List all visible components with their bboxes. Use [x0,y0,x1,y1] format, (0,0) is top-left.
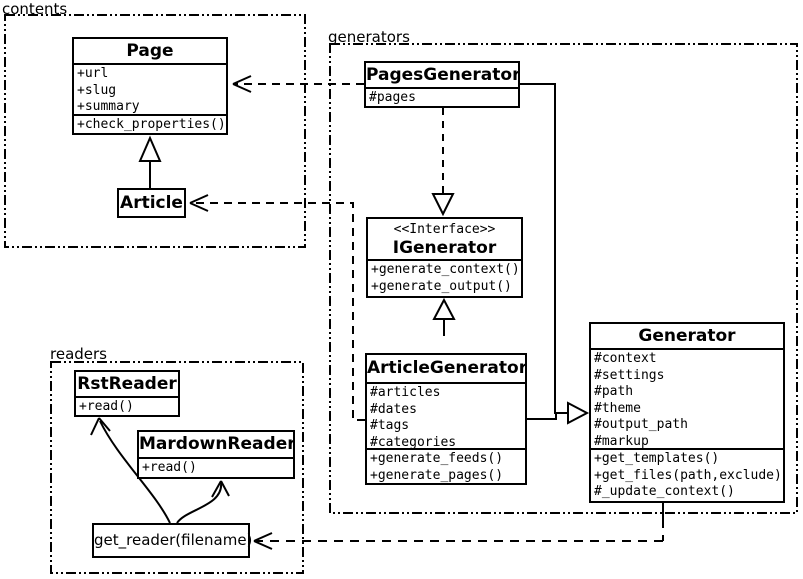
open-arrow-rstreader [90,417,111,436]
class-methods-mardownreader: +read() [139,459,293,478]
class-box-page: Page +url +slug +summary +check_properti… [72,37,228,135]
attribute: #articles [370,385,441,400]
attribute: #context [594,351,657,366]
class-methods-generator: +get_templates() +get_files(path,exclude… [591,450,783,502]
class-title-generator: Generator [591,324,783,350]
attribute: #pages [369,90,416,105]
package-label-generators: generators [328,28,410,46]
method: +get_files(path,exclude) [594,467,782,483]
package-frame-generators [329,43,798,514]
function-box-get-reader: get_reader(filename) [92,523,252,558]
realize-triangle-igenerator [431,193,455,217]
class-attributes-page: +url +slug +summary [74,65,226,116]
stereotype-interface: <<Interface>> [393,222,496,237]
inherit-triangle-generator [567,401,590,425]
package-label-contents: contents [2,0,68,18]
method: +get_templates() [594,451,720,466]
class-title-pagesgenerator: PagesGenerator [366,63,518,89]
package-label-readers: readers [50,345,107,363]
class-box-mardownreader: MardownReader +read() [137,430,295,479]
method: #_update_context() [594,484,735,499]
attribute: #tags [370,418,410,433]
attribute: +slug [77,82,117,98]
method: +generate_output() [371,278,512,294]
class-box-generator: Generator #context #settings #path #them… [589,322,785,503]
class-attributes-generator: #context #settings #path #theme #output_… [591,350,783,450]
edge-pagesgenerator-generator [520,83,567,414]
attribute: #categories [370,434,457,450]
open-arrow-page [232,75,252,93]
edge-articlegenerator-generator [527,413,557,420]
class-methods-articlegenerator: +generate_feeds() +generate_pages() [367,450,525,485]
attribute: #output_path [594,417,688,432]
open-arrow-article [189,194,209,212]
edge-getreader-rstreader [99,420,171,524]
method: +generate_feeds() [370,451,504,466]
attribute: #path [594,384,634,399]
class-methods-igenerator: +generate_context() +generate_output() [368,261,521,296]
attribute: #theme [594,400,641,416]
class-box-articlegenerator: ArticleGenerator #articles #dates #tags … [365,353,527,485]
class-box-igenerator: <<Interface>> IGenerator +generate_conte… [366,217,523,298]
open-arrow-getreader [253,532,273,550]
method: +check_properties() [77,117,226,132]
attribute: #settings [594,367,665,383]
inherit-triangle-igenerator [432,297,456,320]
method: +generate_context() [371,262,520,277]
class-methods-rstreader: +read() [76,398,178,417]
class-attributes-articlegenerator: #articles #dates #tags #categories [367,384,525,450]
attribute: +summary [77,99,140,114]
class-title-mardownreader: MardownReader [139,432,293,459]
class-attributes-pagesgenerator: #pages [366,89,518,108]
package-frame-readers [50,361,304,574]
class-box-article: Article [117,188,186,218]
inherit-triangle-page [138,135,162,162]
class-box-pagesgenerator: PagesGenerator #pages [364,61,520,108]
class-title-articlegenerator: ArticleGenerator [367,355,525,384]
attribute: +url [77,66,109,81]
attribute: #markup [594,433,649,449]
class-box-rstreader: RstReader +read() [74,370,180,417]
edge-generator-getreader [256,519,664,542]
class-title-page: Page [74,39,226,65]
class-methods-page: +check_properties() [74,116,226,135]
open-arrow-mardownreader [211,480,230,498]
method: +generate_pages() [370,467,504,483]
edge-getreader-mardownreader [176,481,223,524]
class-title-rstreader: RstReader [76,372,178,398]
method: +read() [79,399,134,414]
method: +read() [142,460,197,475]
attribute: #dates [370,401,417,417]
edge-articlegenerator-article [191,202,365,421]
class-title-igenerator: <<Interface>> IGenerator [368,219,521,261]
class-title-article: Article [120,193,183,213]
package-frame-contents [4,14,306,248]
